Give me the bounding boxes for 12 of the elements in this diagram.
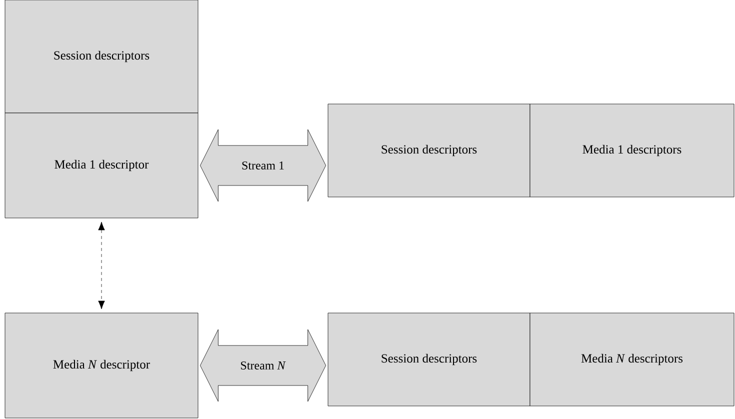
descriptor-box: Media 1 descriptor (4, 112, 198, 218)
edge-label: Stream N (239, 360, 287, 371)
descriptor-box: Media 1 descriptors (530, 104, 734, 198)
descriptor-box: Media N descriptor (4, 312, 198, 418)
double-arrow (200, 129, 326, 202)
arrow (98, 222, 105, 310)
double-arrow (200, 329, 326, 402)
descriptor-box: Session descriptors (4, 0, 198, 114)
descriptor-box: Session descriptors (328, 104, 530, 198)
descriptor-box: Media N descriptors (530, 312, 734, 406)
edge-label: Stream 1 (240, 160, 286, 171)
descriptor-box: Session descriptors (328, 312, 530, 406)
